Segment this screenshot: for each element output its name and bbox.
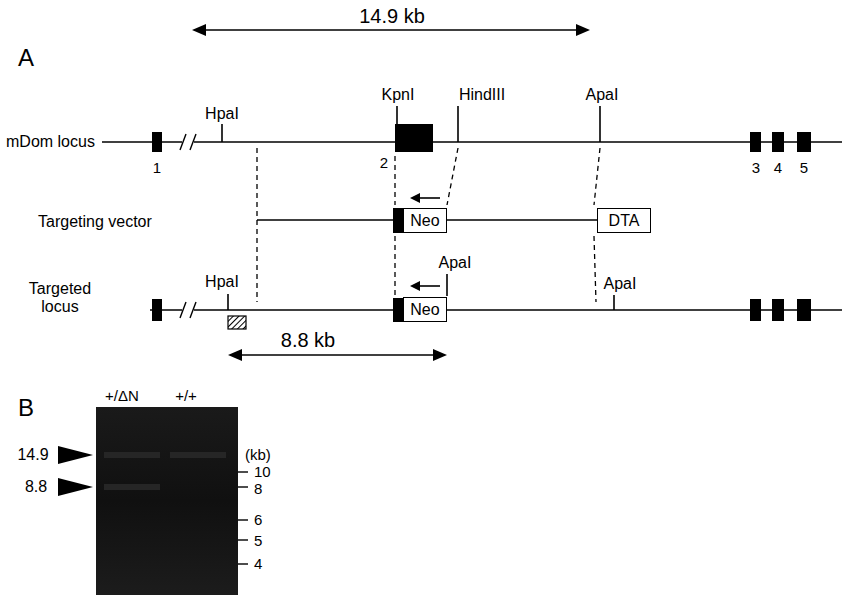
exon	[750, 299, 761, 321]
exon-number: 3	[752, 160, 760, 177]
exon	[395, 124, 433, 152]
arrow-head	[576, 24, 590, 36]
site-tick	[221, 124, 223, 142]
site-label: HpaI	[205, 273, 239, 291]
break-gap	[182, 134, 194, 150]
exon-number: 4	[774, 160, 782, 177]
exon	[797, 132, 811, 152]
size-arrow	[236, 354, 439, 356]
arrow-head	[433, 349, 447, 361]
band-size: 8.8	[25, 478, 47, 496]
exon	[750, 132, 761, 152]
box-label: Neo	[410, 213, 439, 229]
arrow-head	[410, 193, 420, 203]
panel-letter: B	[18, 395, 34, 421]
size-label: 14.9 kb	[359, 5, 425, 27]
homology-line	[594, 236, 596, 302]
exon	[152, 132, 162, 152]
row-label: Targeted locus	[20, 280, 100, 315]
blot-image	[96, 407, 238, 595]
exon-number: 2	[380, 155, 388, 172]
homology-line	[256, 148, 257, 302]
box-label: DTA	[609, 213, 640, 229]
exon	[772, 299, 784, 321]
blot-band	[170, 452, 226, 458]
marker-size: 4	[254, 556, 262, 573]
marker-size: 10	[254, 464, 271, 481]
site-label: ApaI	[586, 86, 619, 104]
site-tick	[457, 106, 459, 142]
arrow-head	[410, 281, 420, 291]
marker-box: Neo	[403, 297, 447, 322]
site-label: HindIII	[459, 86, 505, 104]
marker-size: 5	[254, 533, 262, 550]
row-label: mDom locus	[6, 133, 95, 151]
direction-arrow	[418, 197, 440, 199]
exon-number: 5	[800, 160, 808, 177]
site-label: KpnI	[382, 86, 415, 104]
lane-label: +/+	[175, 388, 197, 405]
site-tick	[613, 295, 615, 310]
site-tick	[446, 274, 448, 296]
direction-arrow	[418, 285, 440, 287]
unit-label: (kb)	[245, 447, 271, 464]
band-pointer	[58, 446, 93, 464]
homology-line	[394, 236, 395, 295]
homology-line	[447, 148, 458, 205]
break-mark	[190, 302, 196, 318]
exon-number: 1	[153, 160, 161, 177]
arrow-head	[228, 349, 242, 361]
locus-line	[102, 141, 842, 143]
homology-line	[394, 156, 395, 205]
probe	[228, 316, 246, 329]
size-label: 8.8 kb	[281, 329, 335, 351]
marker-size: 8	[254, 481, 262, 498]
exon	[393, 298, 403, 322]
panel-letter: A	[18, 45, 34, 71]
site-tick	[227, 294, 229, 310]
marker-tick	[238, 539, 248, 540]
marker-size: 6	[254, 512, 262, 529]
band-size: 14.9	[17, 446, 48, 464]
row-label: Targeting vector	[38, 213, 152, 231]
site-tick	[396, 106, 398, 124]
exon	[772, 132, 784, 152]
break-mark	[180, 302, 186, 318]
marker-tick	[238, 471, 248, 472]
site-label: ApaI	[439, 254, 472, 272]
marker-tick	[238, 486, 248, 487]
exon	[797, 299, 811, 321]
break-mark	[190, 134, 196, 150]
site-label: ApaI	[604, 275, 637, 293]
blot-band	[104, 484, 160, 490]
size-arrow	[200, 29, 582, 31]
homology-line	[594, 148, 600, 205]
break-gap	[182, 302, 194, 318]
lane-label: +/ΔN	[105, 388, 139, 405]
site-tick	[599, 106, 601, 142]
locus-line	[150, 309, 842, 311]
exon	[152, 299, 162, 321]
vector-line	[446, 219, 598, 221]
arrow-head	[192, 24, 206, 36]
marker-tick	[238, 563, 248, 564]
exon	[393, 208, 403, 233]
marker-box: DTA	[597, 208, 651, 233]
marker-tick	[238, 519, 248, 520]
box-label: Neo	[410, 302, 439, 318]
band-pointer	[58, 478, 93, 496]
blot-band	[104, 452, 160, 458]
marker-box: Neo	[403, 208, 447, 233]
vector-line	[257, 219, 394, 221]
site-label: HpaI	[205, 105, 239, 123]
break-mark	[180, 134, 186, 150]
